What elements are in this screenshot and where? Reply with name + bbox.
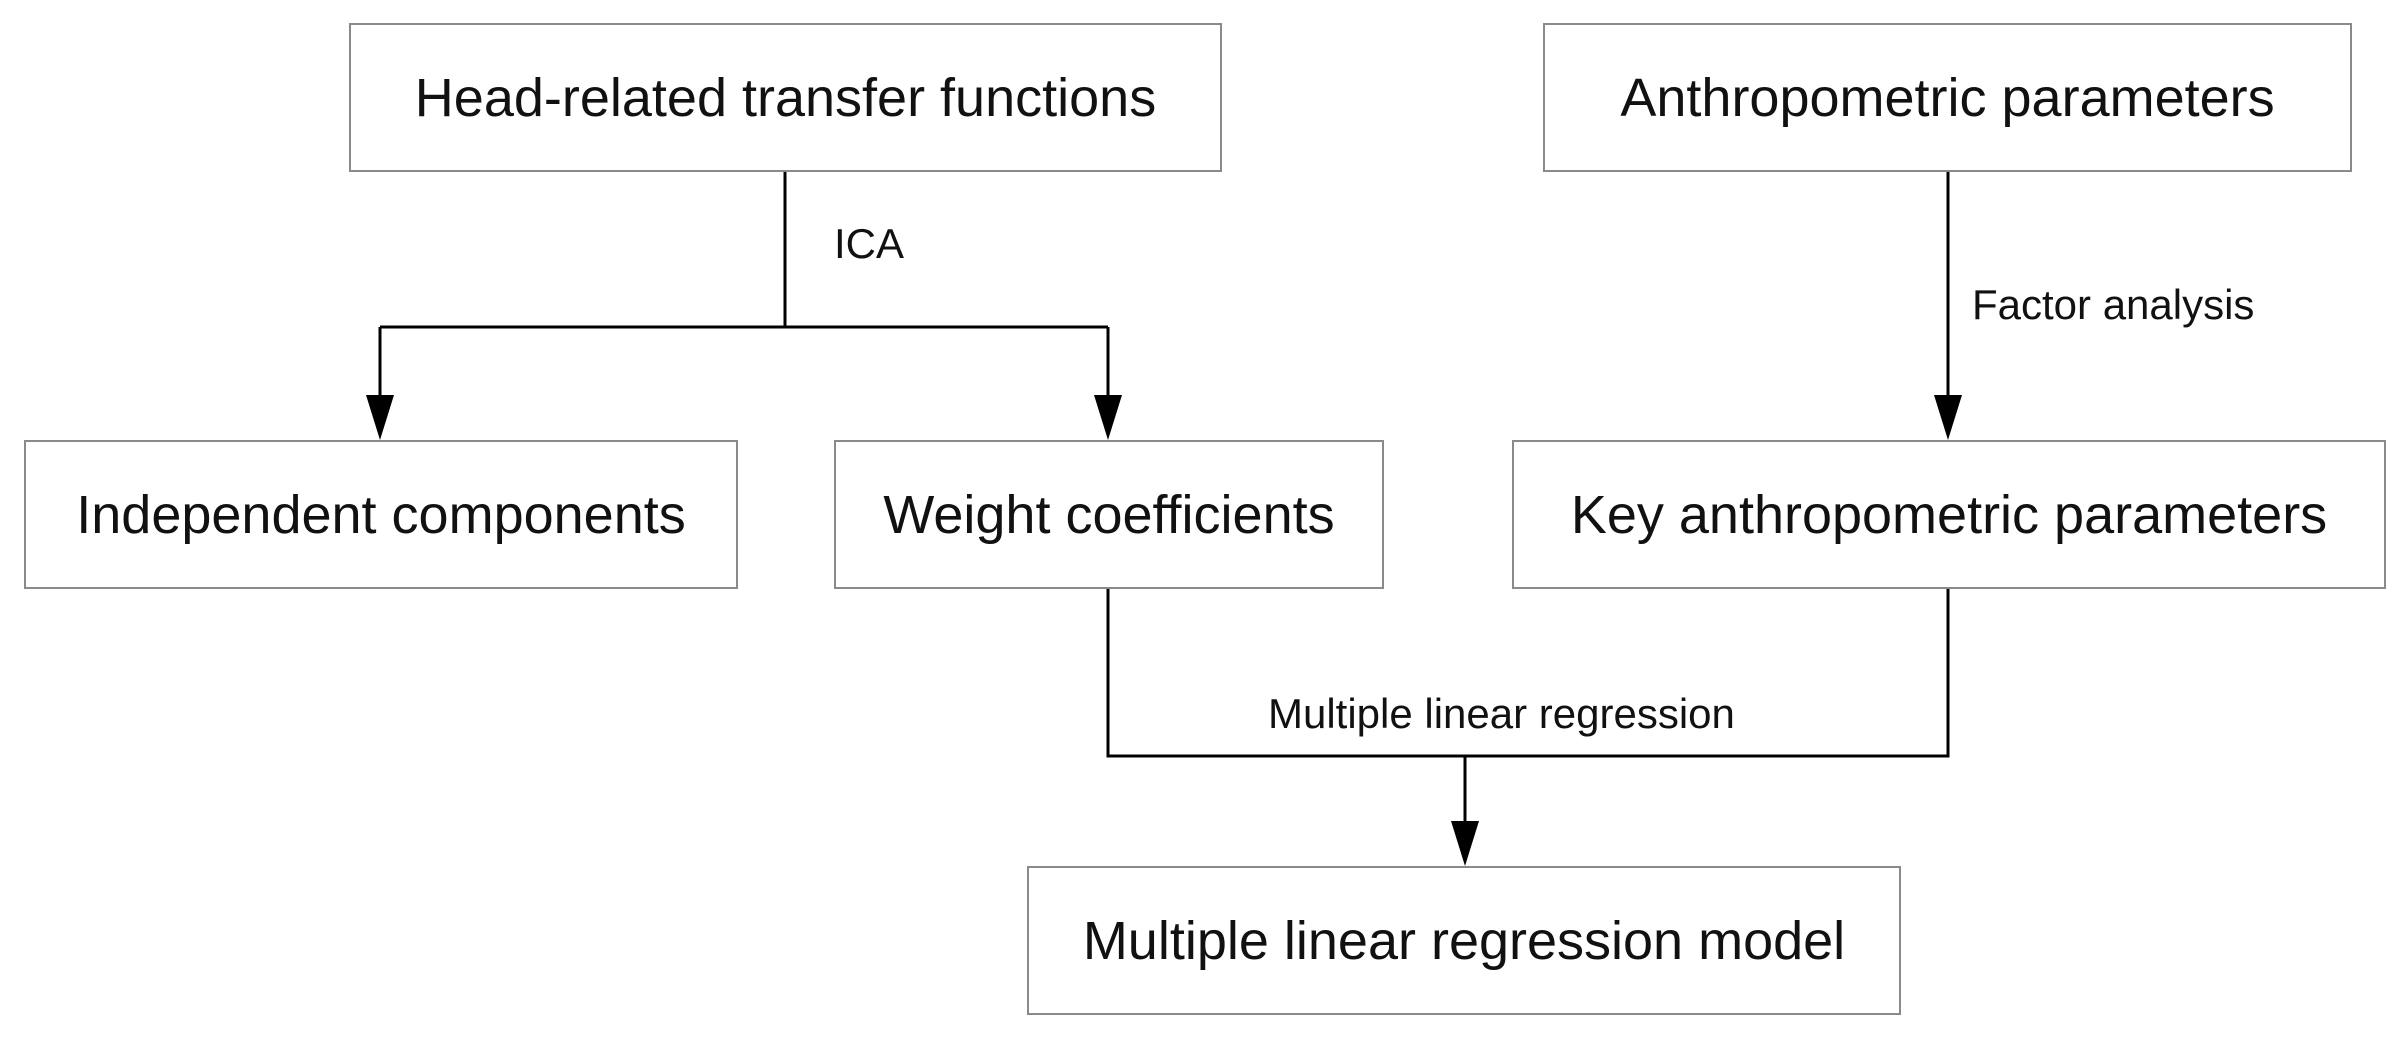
arrowhead-weight-coefficients [1094,395,1122,440]
edge-label-multiple-linear-regression: Multiple linear regression [1268,690,1735,737]
node-independent-components-label: Independent components [76,484,686,545]
node-anthropometric-parameters: Anthropometric parameters [1543,23,2352,172]
arrowhead-regression-model [1451,821,1479,866]
connector-hrtf-split [380,172,1108,329]
edge-label-factor-analysis: Factor analysis [1972,281,2255,328]
connector-merge [1106,589,1950,830]
node-hrtf: Head-related transfer functions [349,23,1222,172]
node-key-anthropometric-parameters-label: Key anthropometric parameters [1570,484,2328,545]
arrowhead-independent-components [366,395,394,440]
node-regression-model-label: Multiple linear regression model [1082,910,1846,971]
node-anthropometric-parameters-label: Anthropometric parameters [1620,67,2275,128]
node-weight-coefficients: Weight coefficients [834,440,1384,589]
node-independent-components: Independent components [24,440,738,589]
node-hrtf-label: Head-related transfer functions [414,67,1157,128]
arrowhead-key-parameters [1934,395,1962,440]
node-regression-model: Multiple linear regression model [1027,866,1901,1015]
edge-label-ica: ICA [834,220,905,267]
node-weight-coefficients-label: Weight coefficients [883,484,1335,545]
node-key-anthropometric-parameters: Key anthropometric parameters [1512,440,2386,589]
